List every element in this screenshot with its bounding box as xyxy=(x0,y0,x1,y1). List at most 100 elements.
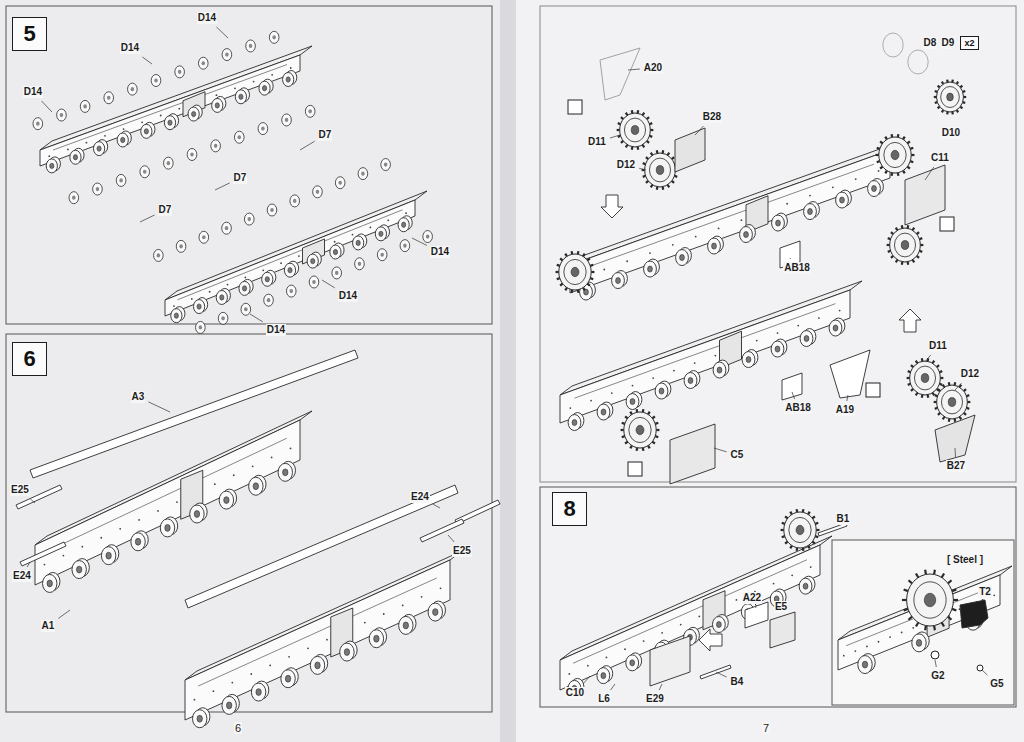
sprocket-tooth xyxy=(916,623,918,627)
part-number: A3 xyxy=(131,391,146,403)
bracket-part xyxy=(935,415,975,462)
loose-wheel xyxy=(104,92,114,104)
part-number: G2 xyxy=(930,670,945,682)
part-number: D7 xyxy=(318,129,333,141)
sprocket-tooth xyxy=(948,580,952,583)
road-wheel xyxy=(212,98,223,112)
rivet xyxy=(280,262,282,264)
part-number: D8 xyxy=(923,37,938,49)
sprocket xyxy=(937,385,968,419)
part-number: B27 xyxy=(946,460,966,472)
wheel-hub xyxy=(403,622,408,629)
road-wheel xyxy=(307,254,318,268)
leader-line xyxy=(695,126,703,135)
wheel-hub xyxy=(265,277,269,282)
wheel-hub xyxy=(167,161,171,165)
wheel-hub xyxy=(833,325,838,331)
part-number: D7 xyxy=(233,172,248,184)
rivet xyxy=(866,645,868,647)
wheel-hub xyxy=(256,689,261,696)
part-number: E5 xyxy=(774,601,788,613)
leader-line xyxy=(982,670,987,675)
part-number: D12 xyxy=(616,159,636,171)
wheel-hub xyxy=(215,103,219,108)
wheel-hub xyxy=(253,483,258,490)
leader-line xyxy=(935,660,936,667)
sprocket-hub xyxy=(901,241,908,250)
wheel-hub xyxy=(688,378,693,384)
part-number: G5 xyxy=(989,678,1004,690)
rivet xyxy=(194,699,196,701)
leader-line xyxy=(847,395,848,401)
loose-wheel xyxy=(305,105,315,117)
rivet xyxy=(160,115,162,117)
wheel-hub xyxy=(96,187,100,191)
wheel-hub xyxy=(76,566,81,573)
leader-line xyxy=(792,392,795,399)
wheel-hub xyxy=(601,409,606,415)
wheel-hub xyxy=(403,244,407,248)
hull-plate xyxy=(40,55,300,166)
part-number: E25 xyxy=(10,484,30,496)
rivet xyxy=(119,528,121,530)
wheel-hub xyxy=(344,649,349,656)
wheel-hub xyxy=(776,220,781,226)
hull-rail xyxy=(838,566,1012,640)
part-number: AB18 xyxy=(783,262,811,274)
wheel-hub xyxy=(199,325,203,329)
wheel-hub xyxy=(380,253,384,257)
road-wheel xyxy=(626,394,639,410)
part-number: D14 xyxy=(430,246,450,258)
loose-wheel xyxy=(128,83,138,95)
wheel-hub xyxy=(601,673,606,679)
part-number: B28 xyxy=(702,111,722,123)
road-wheel xyxy=(800,331,813,347)
wheel-hub xyxy=(315,662,320,669)
road-wheel xyxy=(164,116,175,130)
sprocket-hub xyxy=(796,525,804,534)
rivet xyxy=(624,648,626,650)
wheel-hub xyxy=(135,538,140,545)
part-number: B4 xyxy=(730,676,745,688)
road-wheel xyxy=(262,272,273,286)
wheel-hub xyxy=(197,715,202,722)
wheel-hub xyxy=(244,307,248,311)
loose-wheel xyxy=(93,183,103,195)
road-wheel xyxy=(171,309,182,323)
loose-wheel xyxy=(267,204,277,216)
loose-wheel xyxy=(286,285,296,297)
rivet xyxy=(262,269,264,271)
side-plate xyxy=(30,350,358,478)
rivet xyxy=(252,465,254,467)
part-number: D14 xyxy=(338,290,358,302)
step-number-text: 8 xyxy=(563,496,575,522)
rivet xyxy=(839,310,841,312)
rivet xyxy=(773,583,775,585)
road-wheel xyxy=(375,227,386,241)
leader-line xyxy=(300,141,315,150)
part-number: T2 xyxy=(978,586,992,598)
sprocket-tooth xyxy=(933,570,936,575)
part-number: E24 xyxy=(410,491,430,503)
step-frame xyxy=(540,487,1016,707)
wheel-hub xyxy=(194,511,199,518)
sprocket-ring xyxy=(914,582,946,618)
ghost-wheel xyxy=(883,33,903,57)
road-wheel xyxy=(912,634,926,652)
leader-line xyxy=(955,383,962,390)
loose-wheel xyxy=(187,149,197,161)
leader-line xyxy=(611,684,615,690)
road-wheel xyxy=(193,300,204,314)
wheel-hub xyxy=(712,243,717,249)
bracket-ghost xyxy=(600,48,640,100)
rivet xyxy=(791,574,793,576)
sprocket-tooth xyxy=(904,590,908,592)
rivet xyxy=(178,108,180,110)
wheel-hub xyxy=(293,199,297,203)
wheel-hub xyxy=(746,357,751,363)
hull-rail xyxy=(35,411,312,545)
wheel-hub xyxy=(285,675,290,682)
sprocket-hub xyxy=(656,166,663,175)
loose-wheel xyxy=(218,312,228,324)
road-wheel xyxy=(655,383,668,399)
